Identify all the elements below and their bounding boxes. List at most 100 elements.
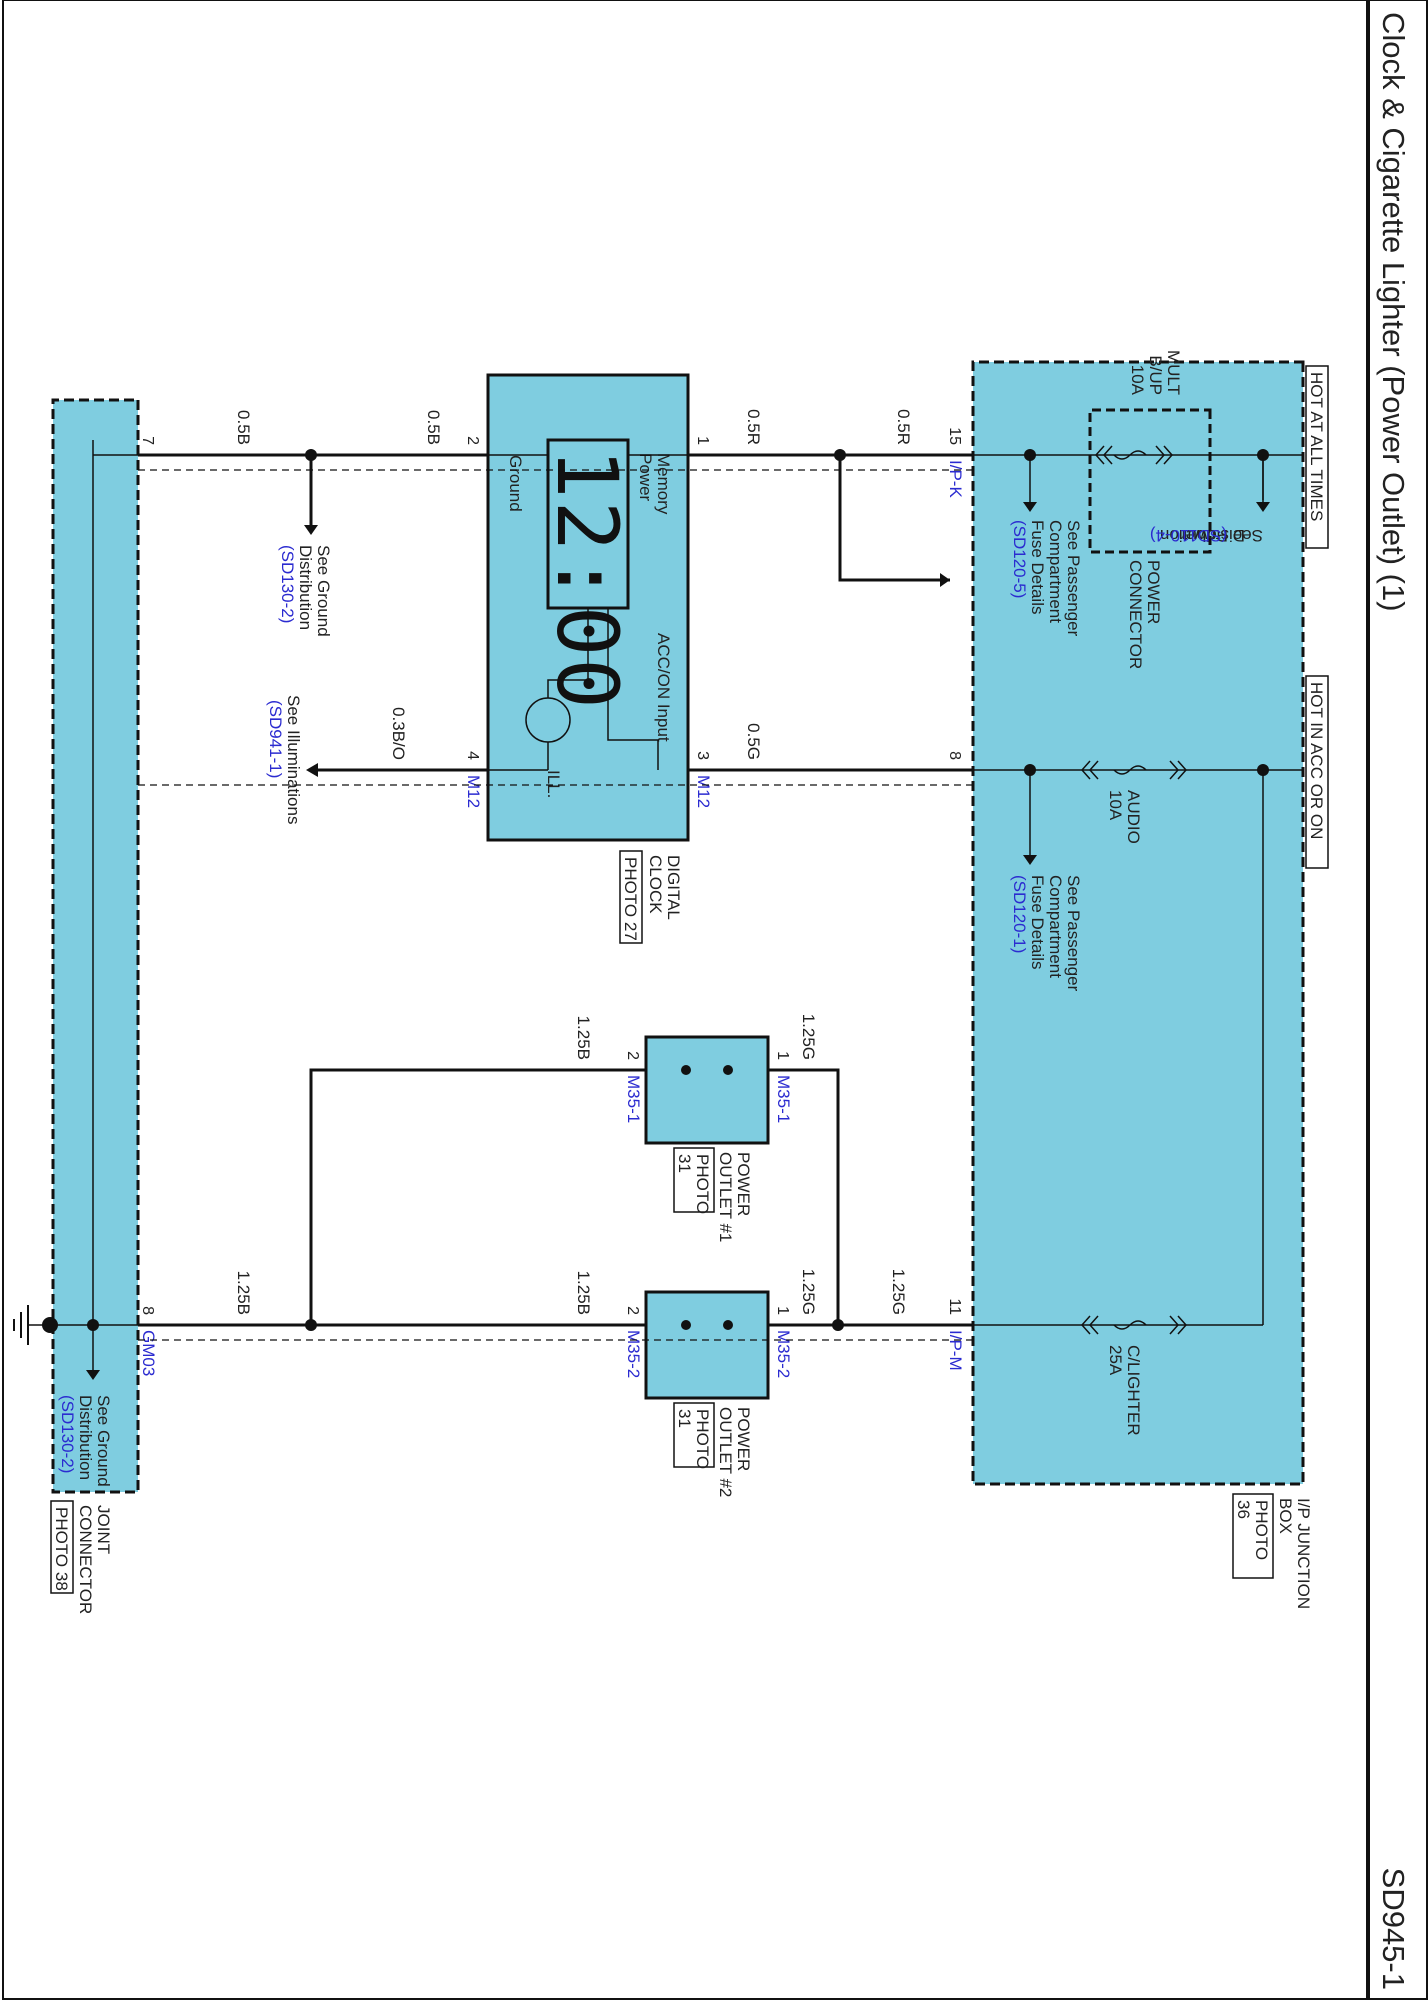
clock-label-line2: CLOCK (646, 855, 665, 914)
outlet2-label-line1: POWER (734, 1407, 753, 1471)
ground-ref-ref: (SD130-2) (278, 545, 297, 623)
outlet1-photo-line1: PHOTO (693, 1154, 712, 1214)
outlet1-photo-line2: 31 (675, 1154, 694, 1173)
see-pass1-line2: Compartment (1046, 875, 1065, 978)
outlet2-conn-b: M35-2 (624, 1330, 643, 1378)
joint-conn-gm03: GM03 (139, 1330, 158, 1376)
wire-label-125b-b: 1.25B (574, 1271, 593, 1315)
audio-fuse-line2: 10A (1106, 790, 1125, 821)
see-pass5-line1: See Passenger (1064, 520, 1083, 637)
clock-pin-4: 4 (464, 751, 481, 760)
outlet1-pin-1: 1 (774, 1051, 791, 1060)
audio-fuse-line1: AUDIO (1124, 790, 1143, 844)
outlet1-label-line2: OUTLET #1 (716, 1152, 735, 1242)
joint-see-ground-line2: Distribution (76, 1395, 95, 1480)
see-pass5-line2: Compartment (1046, 520, 1065, 623)
wire-label-125b-c: 1.25B (234, 1271, 253, 1315)
clock-conn-m12-b: M12 (464, 775, 483, 808)
illum-ref-line1: See Illuminations (284, 695, 303, 824)
outlet2-label-line2: OUTLET #2 (716, 1407, 735, 1497)
clock-memory-line1: Memory (654, 453, 673, 515)
ground-ref-line2: Distribution (296, 545, 315, 630)
wire-label-05b-a: 0.5B (424, 410, 443, 445)
clock-pin-2: 2 (464, 436, 481, 445)
see-pass1-ref: (SD120-1) (1010, 875, 1029, 953)
wire-label-05b-b: 0.5B (234, 410, 253, 445)
see-pass5-ref: (SD120-5) (1010, 520, 1029, 598)
joint-label-line1: JOINT (94, 1505, 113, 1554)
wire-1-25g-outlet1 (768, 1068, 840, 1325)
illum-ref-ref: (SD941-1) (266, 700, 285, 778)
ipjb-label-line1: I/P JUNCTION (1294, 1498, 1313, 1609)
hot-acc-label: HOT IN ACC OR ON (1307, 682, 1326, 839)
clighter-fuse-line2: 25A (1106, 1345, 1125, 1376)
see-pass5-line3: Fuse Details (1028, 520, 1047, 614)
wire-label-03bo: 0.3B/O (389, 707, 408, 760)
see-pass1-line3: Fuse Details (1028, 875, 1047, 969)
see-pass1-line1: See Passenger (1064, 875, 1083, 992)
joint-photo: PHOTO 38 (52, 1507, 71, 1591)
power-outlet-1-box (644, 1035, 770, 1145)
hot-always-label: HOT AT ALL TIMES (1307, 372, 1326, 521)
clock-ground: Ground (506, 455, 525, 512)
wire-label-05g: 0.5G (744, 723, 763, 760)
clock-acc-input: ACC/ON Input (654, 633, 673, 742)
outlet2-photo-line2: 31 (675, 1409, 694, 1428)
hot-acc-tag (1305, 675, 1329, 869)
jb-pin-8: 8 (946, 751, 963, 760)
joint-label-line2: CONNECTOR (76, 1505, 95, 1614)
mult-bup-line2: B/UP (1146, 355, 1165, 395)
clock-pin-1: 1 (694, 436, 711, 445)
wire-label-05r-b: 0.5R (744, 409, 763, 445)
outlet2-pin-1: 1 (774, 1306, 791, 1315)
diagram-title: Clock & Cigarette Lighter (Power Outlet)… (1376, 12, 1411, 612)
clock-conn-m12-a: M12 (694, 775, 713, 808)
power-connector-line1: POWER (1144, 560, 1163, 624)
clock-display-text: 12:00 (538, 448, 636, 711)
clock-photo: PHOTO 27 (621, 857, 640, 941)
hot-always-tag (1305, 365, 1329, 549)
wire-label-05r-a: 0.5R (894, 409, 913, 445)
diagram-code: SD945-1 (1376, 1868, 1411, 1990)
joint-see-ground-ref: (SD130-2) (58, 1395, 77, 1473)
joint-connector-box (51, 398, 140, 1494)
ipjb-photo-line1: PHOTO (1252, 1500, 1271, 1560)
mult-bup-fuse-symbol (1113, 450, 1147, 460)
wire-1-25b-outlet1 (309, 1068, 646, 1325)
jb-conn-ipk: I/P-K (946, 460, 965, 498)
clighter-fuse-line1: C/LIGHTER (1124, 1345, 1143, 1436)
wire-label-125g-b: 1.25G (799, 1014, 818, 1060)
outlet1-label-line1: POWER (734, 1152, 753, 1216)
see-power-ref: (SD110-4) (1150, 526, 1227, 545)
wire-label-125g-c: 1.25G (799, 1269, 818, 1315)
ground-ref-line1: See Ground (314, 545, 333, 637)
wire-label-125g-a: 1.25G (889, 1269, 908, 1315)
mult-bup-line3: 10A (1128, 365, 1147, 396)
outlet1-conn-a: M35-1 (774, 1075, 793, 1123)
clock-pin-3: 3 (694, 751, 711, 760)
mult-bup-line1: MULT (1164, 350, 1183, 395)
clighter-fuse-symbol (1113, 1320, 1147, 1330)
ground-point (42, 1317, 58, 1333)
jb-conn-ipm: I/P-M (946, 1330, 965, 1371)
clock-memory-line2: Power (636, 453, 655, 502)
clock-ill: ILL. (544, 770, 563, 798)
jb-pin-11: 11 (946, 1298, 963, 1315)
joint-pin-7: 7 (139, 436, 156, 445)
see-power-line1: See Power (1180, 526, 1263, 545)
ipjb-photo-line2: 36 (1234, 1500, 1253, 1519)
joint-pin-8: 8 (139, 1306, 156, 1315)
ipjb-label-line2: BOX (1276, 1498, 1295, 1534)
outlet2-photo-line1: PHOTO (693, 1409, 712, 1469)
wire-label-125b-a: 1.25B (574, 1016, 593, 1060)
jb-pin-15: 15 (946, 427, 963, 445)
joint-see-ground-line1: See Ground (94, 1395, 113, 1487)
see-power-line2: Distribution (1160, 526, 1245, 545)
outlet2-conn-a: M35-2 (774, 1330, 793, 1378)
ip-junction-box (971, 360, 1305, 1486)
outlet1-pin-2: 2 (624, 1051, 641, 1060)
